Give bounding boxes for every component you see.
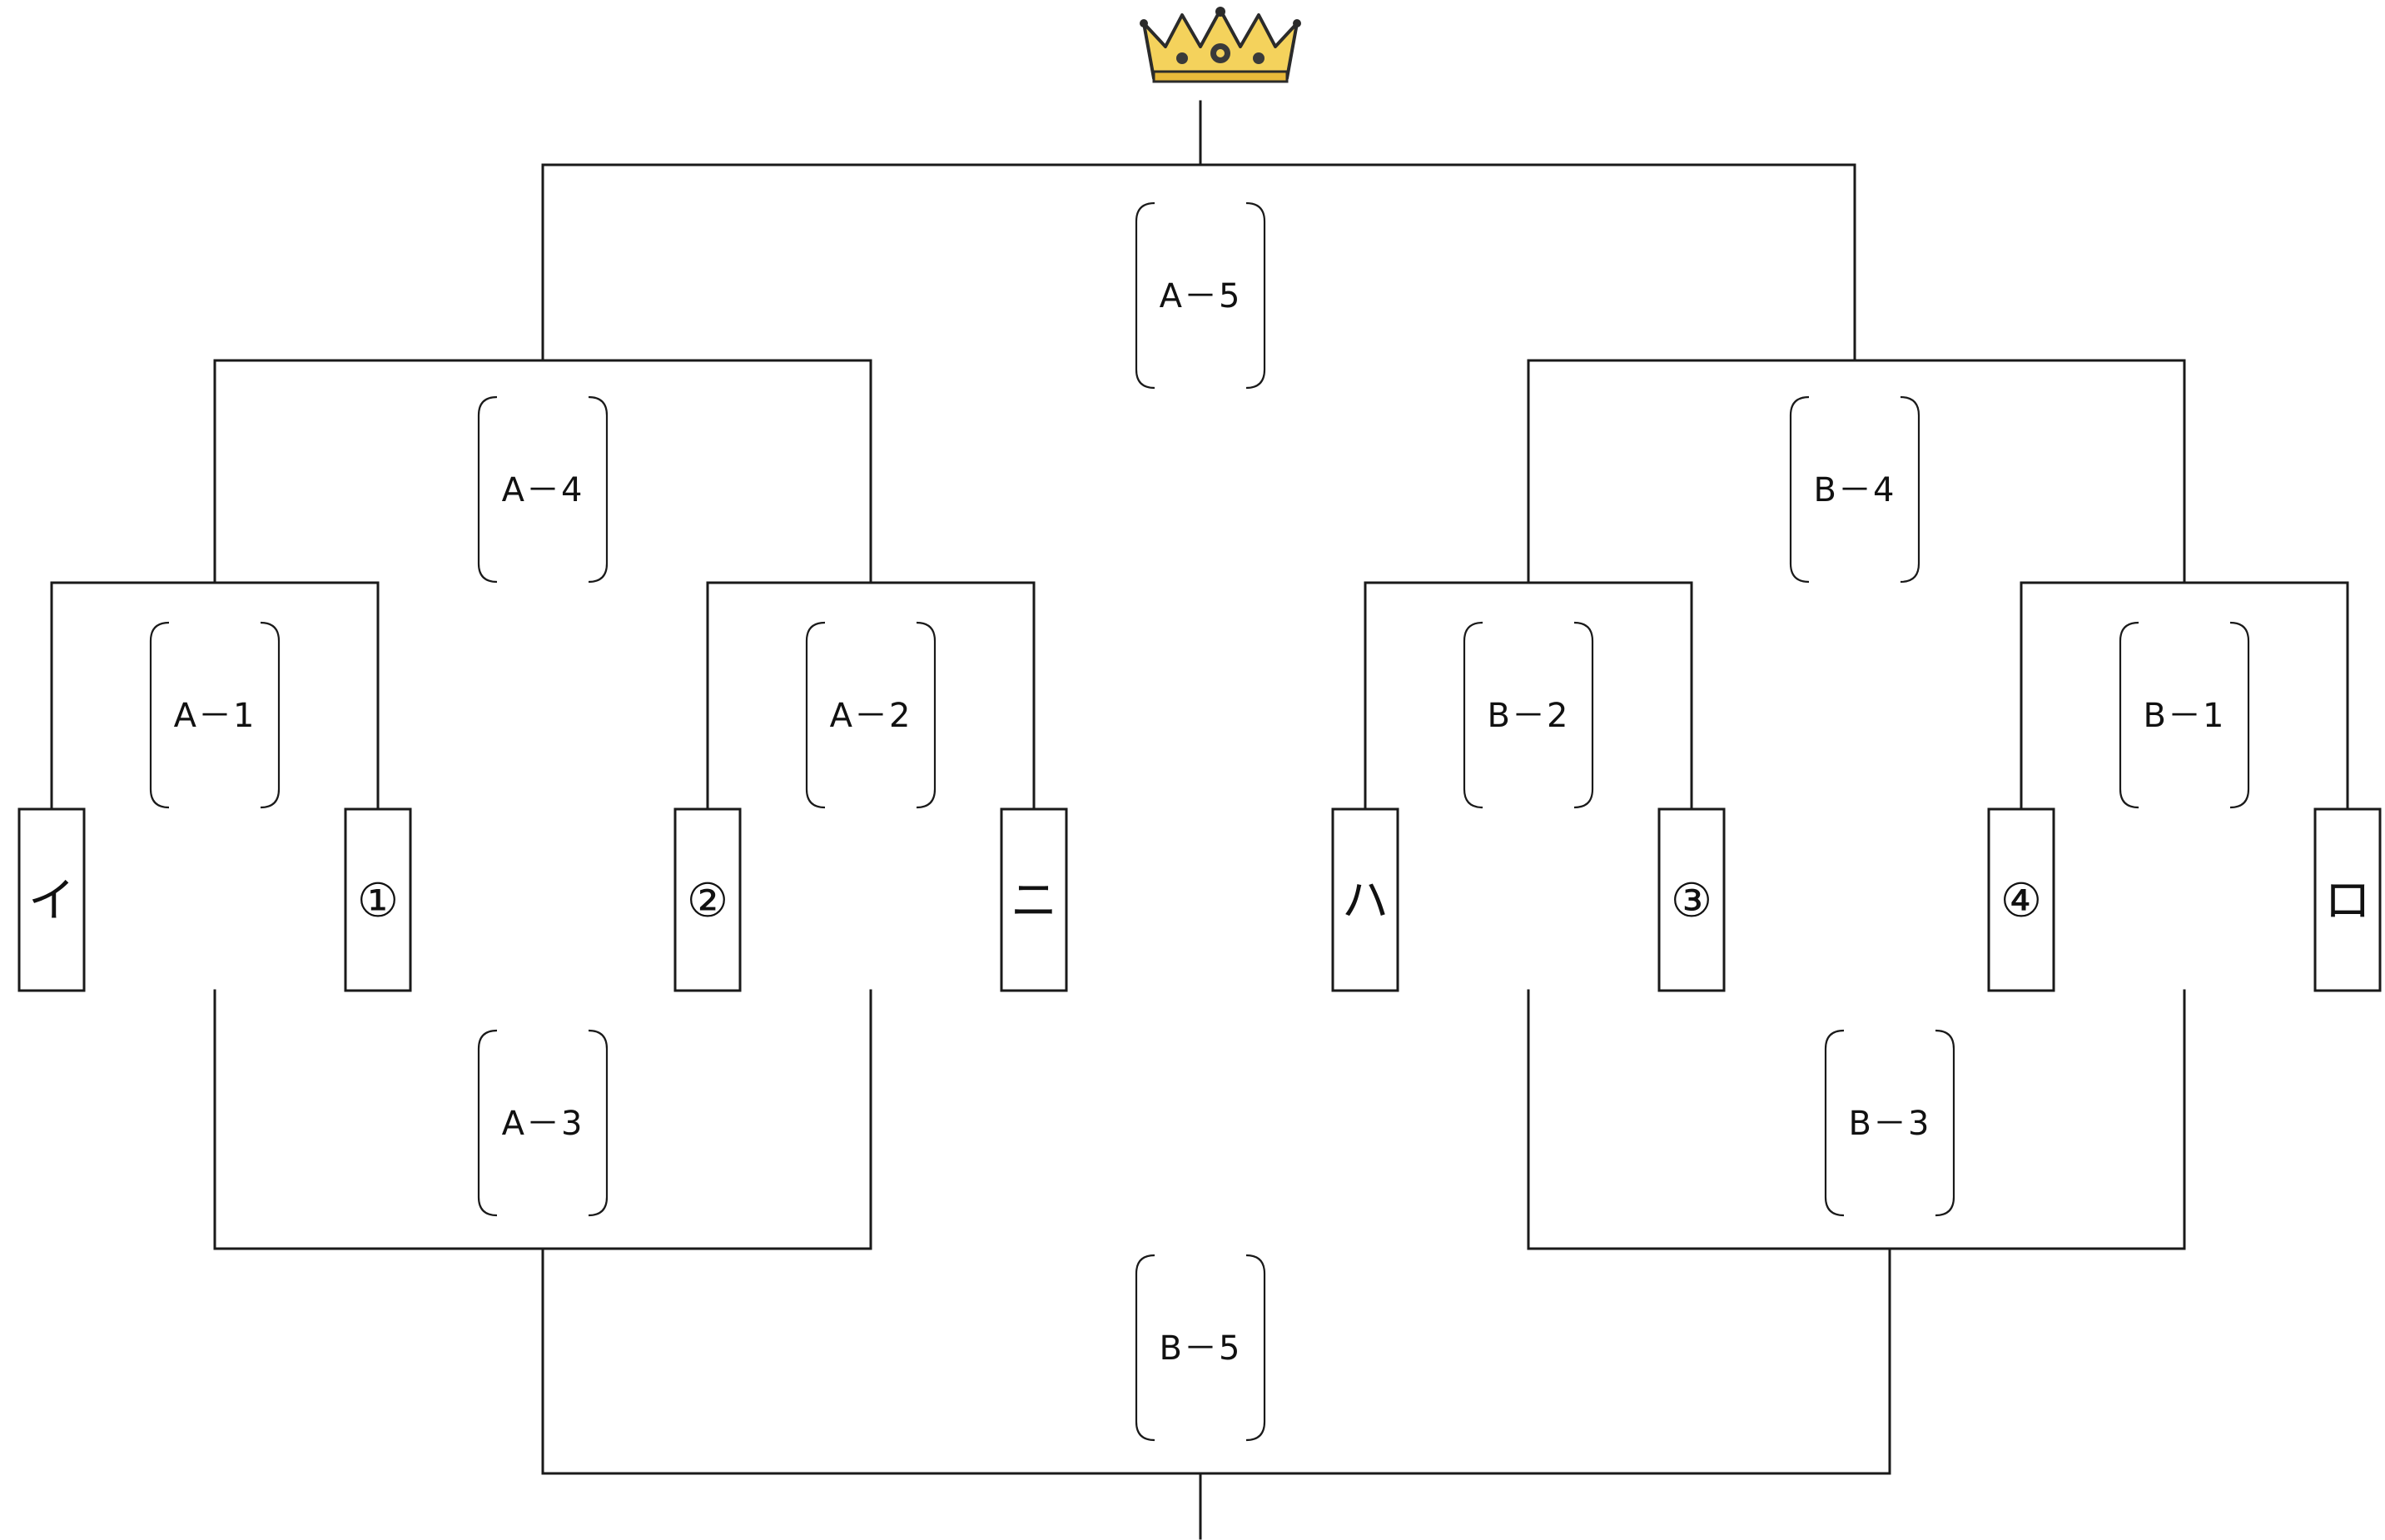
match-a-3: A－3 <box>479 1031 607 1215</box>
match-label: B－4 <box>1814 471 1896 509</box>
match-a-4: A－4 <box>479 397 607 582</box>
crown-icon <box>1140 7 1301 82</box>
match-b-3: B－3 <box>1826 1031 1954 1215</box>
player-label: ニ <box>1011 874 1057 928</box>
match-bracket-left <box>807 623 825 807</box>
match-bracket-right <box>1574 623 1592 807</box>
player-slot-ni: ニ <box>1001 809 1066 991</box>
match-label: B－5 <box>1160 1329 1242 1368</box>
player-slot-4: ④ <box>1989 809 2054 991</box>
match-b-1: B－1 <box>2120 623 2248 807</box>
match-b-5: B－5 <box>1136 1255 1265 1440</box>
match-label: A－2 <box>830 697 912 735</box>
match-bracket-right <box>261 623 279 807</box>
match-a-5: A－5 <box>1136 203 1265 388</box>
match-label: A－3 <box>502 1105 584 1143</box>
player-label: ② <box>687 874 728 928</box>
match-bracket-right <box>589 397 607 582</box>
player-label: ハ <box>1342 874 1389 928</box>
player-label: ③ <box>1671 874 1712 928</box>
match-a-2: A－2 <box>807 623 935 807</box>
player-label: ① <box>357 874 399 928</box>
match-bracket-right <box>1901 397 1919 582</box>
match-label: A－1 <box>174 697 256 735</box>
player-slot-2: ② <box>675 809 740 991</box>
match-bracket-right <box>1246 1255 1265 1440</box>
match-bracket-left <box>479 397 497 582</box>
player-label: ロ <box>2324 874 2371 928</box>
match-bracket-left <box>479 1031 497 1215</box>
player-slot-1: ① <box>345 809 410 991</box>
match-bracket-left <box>1464 623 1483 807</box>
match-label: A－5 <box>1160 277 1242 315</box>
match-bracket-right <box>2230 623 2248 807</box>
match-a-1: A－1 <box>151 623 279 807</box>
match-b-4: B－4 <box>1791 397 1919 582</box>
match-b-2: B－2 <box>1464 623 1592 807</box>
player-label: ④ <box>2000 874 2042 928</box>
match-bracket-right <box>589 1031 607 1215</box>
match-bracket-left <box>1136 1255 1155 1440</box>
match-label: B－2 <box>1488 697 1570 735</box>
match-bracket-right <box>1246 203 1265 388</box>
match-bracket-left <box>2120 623 2139 807</box>
match-label: B－1 <box>2144 697 2226 735</box>
match-bracket-left <box>1826 1031 1844 1215</box>
match-bracket-left <box>1791 397 1809 582</box>
player-slot-ha: ハ <box>1333 809 1398 991</box>
match-bracket-right <box>1935 1031 1954 1215</box>
match-bracket-left <box>1136 203 1155 388</box>
player-slot-i: イ <box>19 809 84 991</box>
match-bracket-left <box>151 623 169 807</box>
player-slot-ro: ロ <box>2315 809 2380 991</box>
player-label: イ <box>28 874 75 928</box>
match-label: B－3 <box>1849 1105 1931 1143</box>
match-label: A－4 <box>502 471 584 509</box>
match-bracket-right <box>917 623 935 807</box>
player-slot-3: ③ <box>1659 809 1724 991</box>
